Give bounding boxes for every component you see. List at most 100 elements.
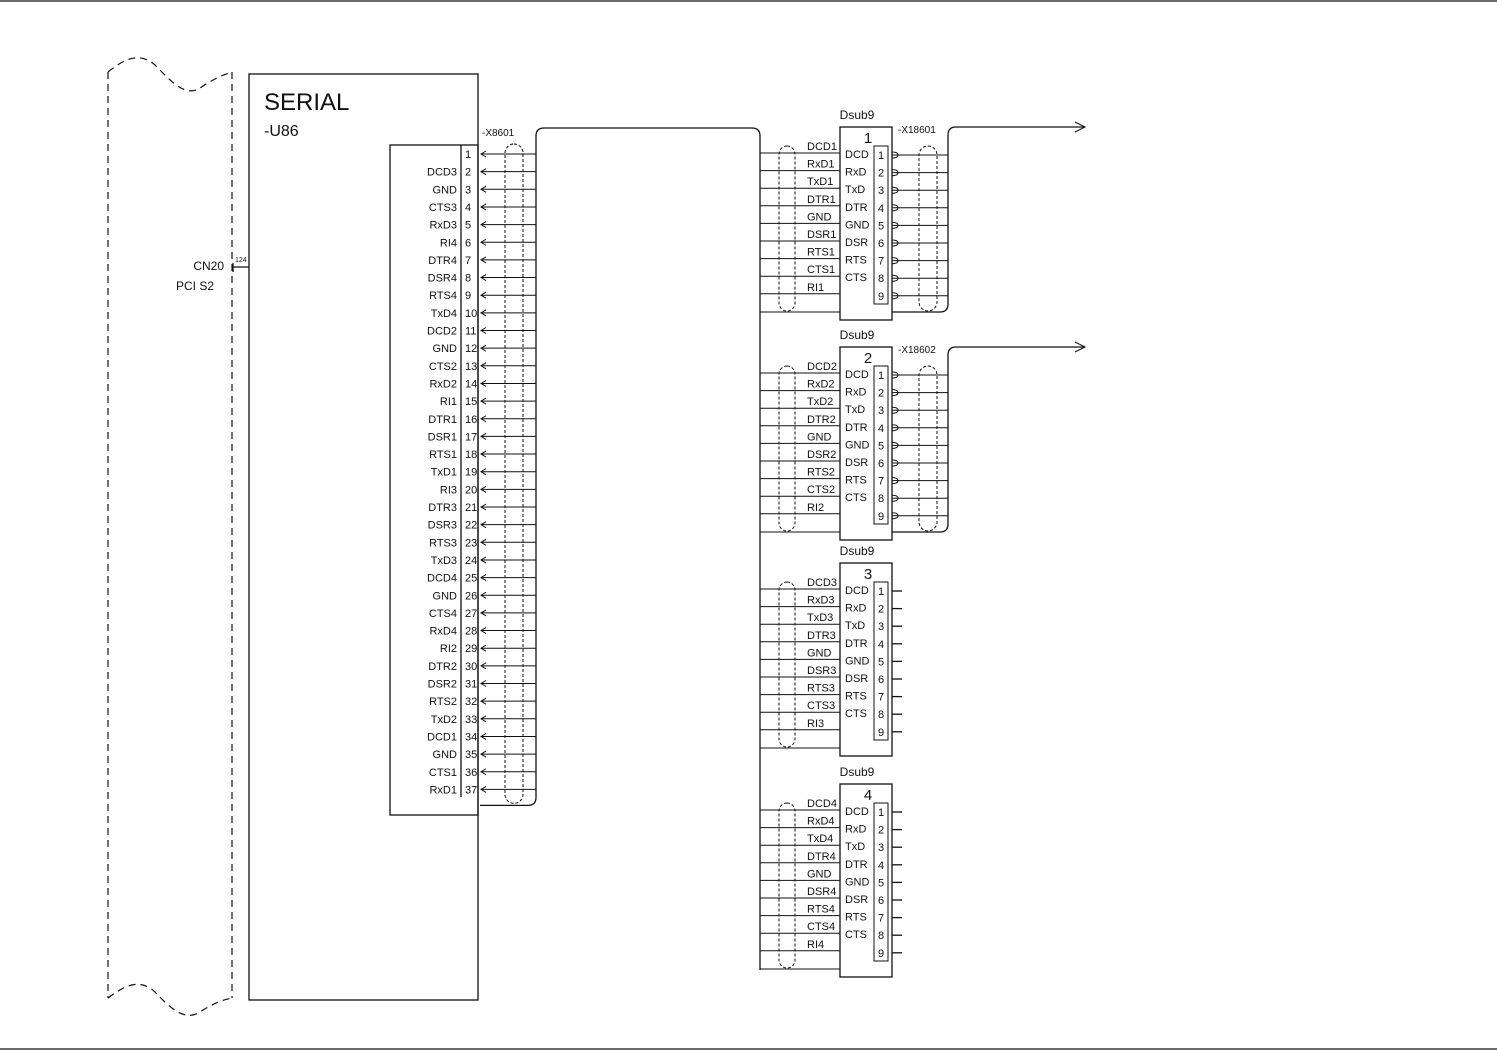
cable-shield-loop xyxy=(504,143,524,804)
dsub-input-shield xyxy=(778,365,796,532)
serial-pin-signal: CTS3 xyxy=(429,202,457,214)
dsub-pin-number: 2 xyxy=(878,388,884,400)
serial-pin-signal: DCD4 xyxy=(427,573,457,585)
dsub-pin-number: 5 xyxy=(878,877,884,889)
dsub-pin-number: 8 xyxy=(878,493,884,505)
dsub-pin-number: 6 xyxy=(878,895,884,907)
dsub-wire-label: GND xyxy=(807,868,832,880)
serial-bus xyxy=(480,136,537,807)
dsub-out-arrow xyxy=(891,406,948,414)
dsub-pin-number: 6 xyxy=(878,458,884,470)
dsub-pin-name: DCD xyxy=(845,806,869,818)
dsub-wire-label: DCD2 xyxy=(807,361,837,373)
dsub-output-shield xyxy=(918,145,938,312)
dsub-pin-name: DSR xyxy=(845,457,868,469)
dsub-wire-label: TxD2 xyxy=(807,396,833,408)
dsub-wire-label: CTS4 xyxy=(807,921,835,933)
serial-pin-signal: GND xyxy=(433,343,458,355)
dsub-wire-label: DSR1 xyxy=(807,229,836,241)
serial-pin-signal: GND xyxy=(433,749,458,761)
serial-pin-signal: DTR4 xyxy=(428,255,457,267)
serial-pin-signal: CTS4 xyxy=(429,608,457,620)
dsub-wire-label: DSR3 xyxy=(807,665,836,677)
serial-pin-number: 15 xyxy=(465,396,477,408)
dsub-out-arrow xyxy=(891,371,948,379)
serial-pin-number: 5 xyxy=(465,220,471,232)
dsub-connector-3: Dsub93DCDRxDTxDDTRGNDDSRRTSCTS123456789D… xyxy=(760,544,902,757)
serial-pin-signal: RTS2 xyxy=(429,696,457,708)
dsub-connector-1: Dsub91DCDRxDTxDDTRGNDDSRRTSCTS123456789D… xyxy=(760,108,1087,321)
dsub-pin-number: 3 xyxy=(878,185,884,197)
dsub-pin-number: 7 xyxy=(878,256,884,268)
serial-pin-number: 34 xyxy=(465,731,477,743)
serial-pin-number: 23 xyxy=(465,537,477,549)
dsub-pin-name: GND xyxy=(845,219,870,231)
serial-pin-signal: DSR3 xyxy=(428,520,457,532)
dsub-out-arrow xyxy=(891,424,948,432)
dsub-pin-name: RxD xyxy=(845,167,866,179)
dsub-wire-label: RI3 xyxy=(807,718,824,730)
dsub-pin-number: 9 xyxy=(878,727,884,739)
dsub-pin-number: 9 xyxy=(878,948,884,960)
dsub-wire-label: RI4 xyxy=(807,939,824,951)
dsub-pin-number: 5 xyxy=(878,440,884,452)
dsub-pin-number: 2 xyxy=(878,604,884,616)
serial-pin-number: 1 xyxy=(465,149,471,161)
dsub-pin-number: 6 xyxy=(878,674,884,686)
dsub-pin-name: RTS xyxy=(845,475,867,487)
dsub-input-shield xyxy=(778,145,796,312)
serial-pin-number: 20 xyxy=(465,484,477,496)
serial-pin-number: 21 xyxy=(465,502,477,514)
dsub-pin-name: RTS xyxy=(845,691,867,703)
serial-pin-number: 28 xyxy=(465,626,477,638)
slot-label: PCI S2 xyxy=(176,279,214,293)
dsub-out-arrow xyxy=(891,389,948,397)
dsub-wire-label: TxD4 xyxy=(807,833,833,845)
serial-pin-number: 10 xyxy=(465,308,477,320)
dsub-output-arrowhead xyxy=(1074,121,1087,133)
dsub-wire-label: DTR4 xyxy=(807,851,836,863)
serial-pin-number: 3 xyxy=(465,184,471,196)
dsub-pin-number: 5 xyxy=(878,220,884,232)
connector-label: CN20 xyxy=(193,259,224,273)
serial-card-tag: -U86 xyxy=(264,123,299,140)
dsub-pin-number: 9 xyxy=(878,291,884,303)
dsub-output-bus xyxy=(892,126,1085,313)
dsub-number: 2 xyxy=(864,350,872,367)
dsub-pin-number: 7 xyxy=(878,913,884,925)
dsub-pin-number: 3 xyxy=(878,842,884,854)
dsub-pin-name: RTS xyxy=(845,255,867,267)
dsub-pin-number: 7 xyxy=(878,476,884,488)
serial-pin-number: 29 xyxy=(465,643,477,655)
dsub-pin-name: CTS xyxy=(845,272,867,284)
dsub-out-arrow xyxy=(891,477,948,485)
dsub-cable-tag: -X18601 xyxy=(898,125,936,136)
dsub-out-arrow xyxy=(891,169,948,177)
serial-pin-signal: GND xyxy=(433,184,458,196)
serial-pin-signal: RxD2 xyxy=(429,378,457,390)
dsub-out-arrow xyxy=(891,221,948,229)
dsub-number: 1 xyxy=(864,130,872,147)
dsub-pin-name: TxD xyxy=(845,184,865,196)
serial-pin-signal: DCD3 xyxy=(427,167,457,179)
serial-pin-signal: CTS2 xyxy=(429,361,457,373)
serial-pin-signal: DSR1 xyxy=(428,431,457,443)
dsub-out-arrow xyxy=(891,151,948,159)
dsub-pin-number: 7 xyxy=(878,692,884,704)
dsub-pin-name: RTS xyxy=(845,912,867,924)
serial-pin-number: 24 xyxy=(465,555,477,567)
serial-pin-signal: DSR2 xyxy=(428,679,457,691)
dsub-wire-label: CTS1 xyxy=(807,264,835,276)
